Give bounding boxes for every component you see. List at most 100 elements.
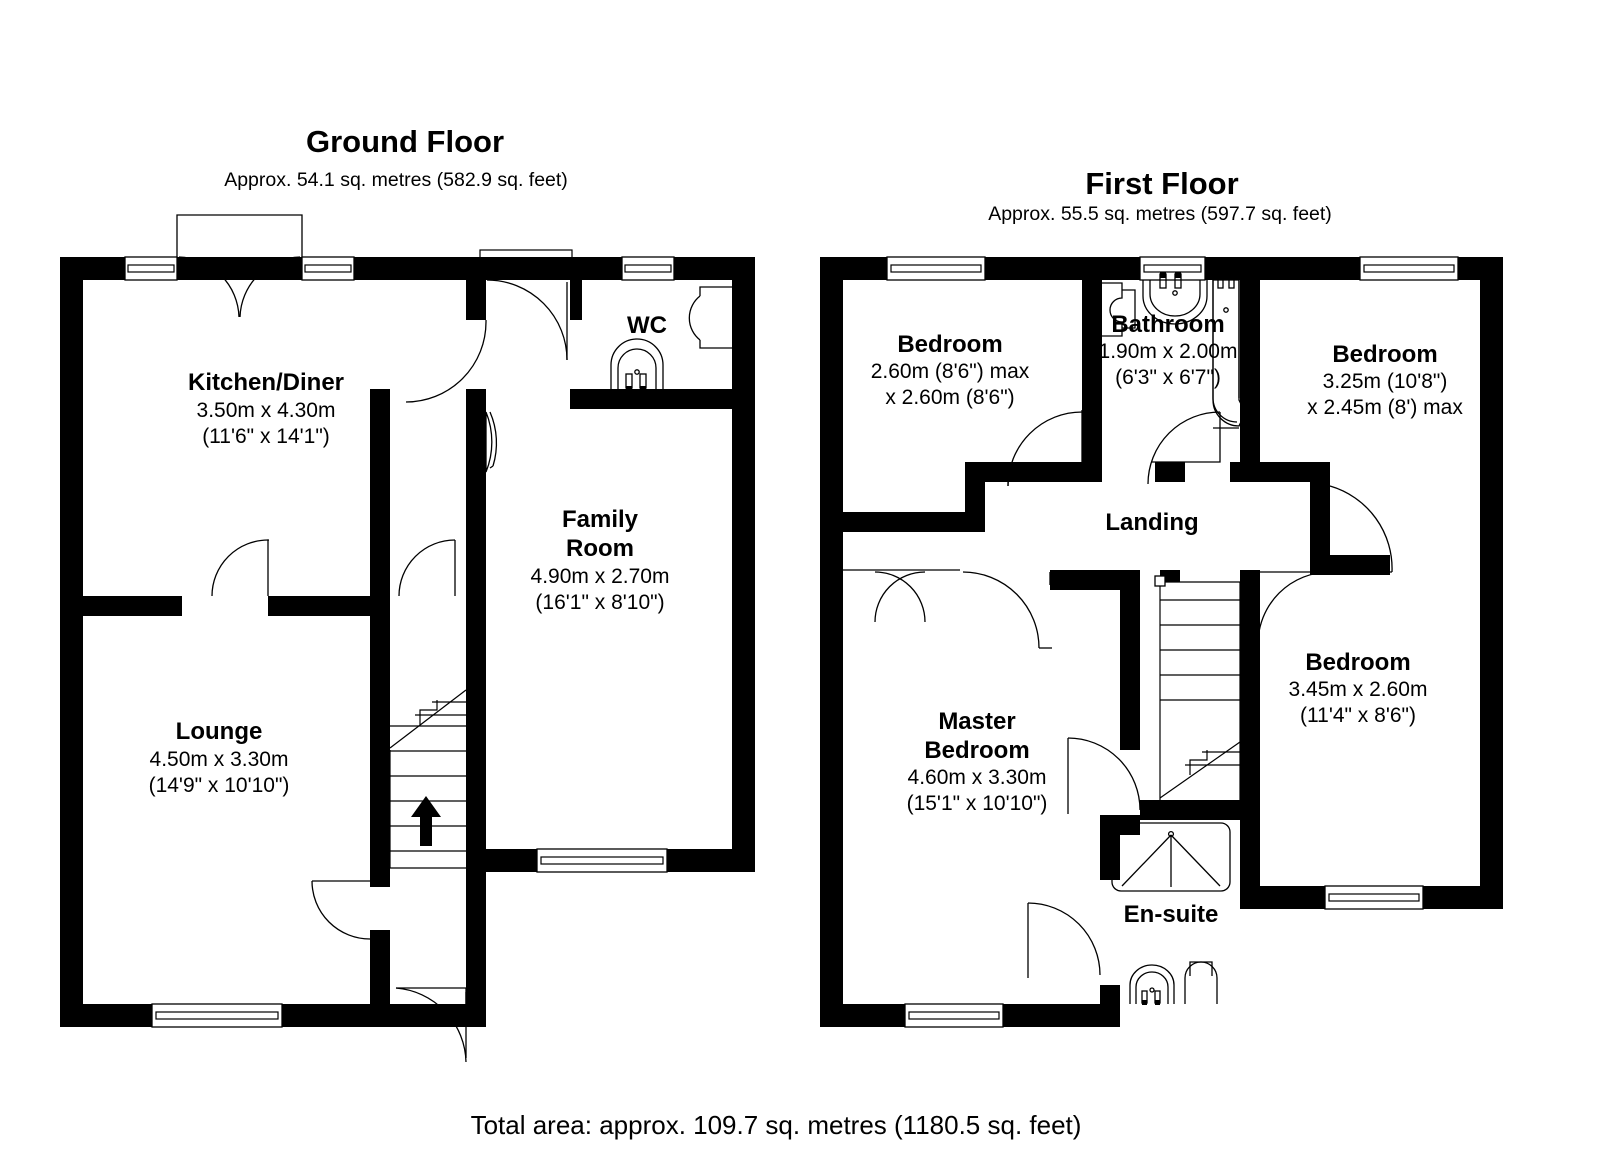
gf-wall-top-left [60, 257, 480, 280]
room-dim-bedroom-2-metric: 2.60m (8'6") max [871, 360, 1030, 383]
ff-door-bed4 [1257, 571, 1331, 645]
ff-wall-left [820, 257, 843, 1027]
gf-door-kitchen-lounge-left [211, 539, 269, 597]
gf-wall-hall-left-bottom [370, 930, 390, 1027]
gf-window-wc [621, 256, 675, 281]
ff-fitting-ensuite-basin [1129, 964, 1175, 1005]
room-dim-family-room-metric: 4.90m x 2.70m [531, 565, 670, 588]
gf-wall-right [732, 257, 755, 872]
gf-wall-hall-left-lower [370, 602, 390, 887]
gf-wall-wc-left-stub [570, 280, 582, 320]
ff-door-bathroom [1147, 411, 1221, 485]
room-dim-kitchen-diner-imperial: (11'6" x 14'1") [202, 425, 330, 448]
ff-window-bathroom [1139, 256, 1206, 281]
ff-wall-bed2-bottom [965, 462, 1102, 482]
room-dim-lounge-metric: 4.50m x 3.30m [150, 748, 289, 771]
ff-wall-bath-bottom-b [1155, 462, 1185, 482]
ground-floor-group: Ground Floor Approx. 54.1 sq. metres (58… [60, 124, 755, 1063]
first-floor-group: First Floor Approx. 55.5 sq. metres (597… [820, 166, 1503, 1028]
ground-floor-title: Ground Floor [306, 124, 504, 159]
ff-fitting-bathroom-toilet [1102, 282, 1136, 337]
ff-wall-stair-bottom [1140, 800, 1260, 820]
gf-door-kitchen-hall [405, 320, 487, 403]
gf-door-hall-lower [485, 411, 498, 473]
ff-wall-bed2-right [1082, 280, 1102, 480]
room-dim-master-bedroom-imperial: (15'1" x 10'10") [907, 792, 1048, 815]
room-label-ensuite: En-suite [1124, 901, 1219, 928]
ff-wall-bath-bottom [1230, 462, 1330, 482]
ff-window-bed4 [1324, 885, 1424, 910]
gf-wall-central-vertical [466, 389, 486, 1027]
ff-wall-master-divider-a [1050, 570, 1070, 590]
room-label-family-room-line1: Family [562, 506, 639, 533]
room-label-bedroom-4: Bedroom [1305, 649, 1410, 676]
gf-window-kitchen-left [124, 256, 178, 281]
first-floor-title: First Floor [1085, 166, 1238, 201]
ff-wall-landing-right [1310, 462, 1330, 572]
gf-door-hall-top [479, 249, 573, 361]
room-label-wc: WC [627, 312, 667, 339]
room-label-bathroom: Bathroom [1111, 311, 1224, 338]
ff-wall-ensuite-right [1240, 815, 1260, 886]
ff-door-ensuite [1027, 902, 1101, 978]
gf-door-kitchen-lounge-right [398, 539, 456, 597]
gf-door-wc [688, 286, 732, 349]
ff-wall-master-right [1120, 570, 1140, 750]
gf-door-lounge-hall [311, 880, 371, 940]
ff-fitting-ensuite-shower [1111, 822, 1231, 892]
ff-wall-right [1480, 257, 1503, 897]
ff-wall-stair-right-top [1240, 570, 1260, 582]
ff-window-master [904, 1003, 1004, 1028]
gf-wall-top-right [480, 257, 755, 280]
ff-wall-landing-right-b [1310, 555, 1390, 575]
gf-wall-hall-bottom-right [466, 1004, 486, 1027]
gf-wall-hall-left-upper [370, 389, 390, 602]
gf-wall-hall-bottom [370, 1004, 480, 1027]
room-label-kitchen-diner: Kitchen/Diner [188, 369, 344, 396]
ff-wall-bath-right [1240, 280, 1260, 482]
room-dim-lounge-imperial: (14'9" x 10'10") [149, 774, 290, 797]
gf-window-kitchen-right [301, 256, 355, 281]
gf-stairs [389, 689, 467, 869]
room-label-landing: Landing [1105, 509, 1198, 536]
gf-door-patio-kitchen [176, 214, 303, 318]
ff-wall-top-mid-b [1203, 257, 1263, 280]
room-label-master-bedroom-line2: Bedroom [924, 737, 1029, 764]
room-dim-bedroom-3-metric: 3.25m (10'8") [1323, 370, 1448, 393]
room-dim-bedroom-3-imperial: x 2.45m (8') max [1307, 396, 1463, 419]
first-floor-subtitle: Approx. 55.5 sq. metres (597.7 sq. feet) [988, 203, 1332, 225]
ff-wall-top-mid-a [1082, 257, 1142, 280]
ff-fitting-ensuite-toilet [1184, 961, 1218, 1004]
room-label-bedroom-3: Bedroom [1332, 341, 1437, 368]
ff-door-landing-master [1067, 737, 1141, 814]
room-dim-bathroom-imperial: (6'3" x 6'7") [1115, 366, 1221, 389]
gf-wall-kitchen-lounge-a [60, 596, 182, 616]
ff-wall-ensuite-left [1100, 815, 1120, 880]
gf-door-front [395, 987, 467, 1063]
ff-wall-ensuite-left-lower [1100, 985, 1120, 1027]
ff-door-master [843, 569, 1052, 649]
ff-window-bed3 [1359, 256, 1459, 281]
gf-fitting-wc-toilet [610, 338, 664, 392]
room-dim-bedroom-4-metric: 3.45m x 2.60m [1289, 678, 1428, 701]
total-area-label: Total area: approx. 109.7 sq. metres (11… [471, 1110, 1082, 1140]
ff-stairs [1154, 575, 1241, 800]
ff-door-bed3 [1329, 485, 1393, 573]
room-dim-master-bedroom-metric: 4.60m x 3.30m [908, 766, 1047, 789]
ff-door-bed2 [1007, 410, 1083, 487]
ff-wall-bed2-bottom-left [843, 512, 985, 532]
room-dim-bathroom-metric: 1.90m x 2.00m [1099, 340, 1238, 363]
ff-wall-master-top [1070, 570, 1120, 590]
room-dim-family-room-imperial: (16'1" x 8'10") [535, 591, 664, 614]
gf-window-family [536, 848, 668, 873]
room-dim-bedroom-4-imperial: (11'4" x 8'6") [1300, 704, 1416, 727]
ff-fitting-bathroom-bath [1212, 274, 1244, 429]
gf-wall-kitchen-lounge-b [268, 596, 390, 616]
ff-window-bed2 [886, 256, 986, 281]
room-label-master-bedroom-line1: Master [938, 708, 1015, 735]
room-dim-kitchen-diner-metric: 3.50m x 4.30m [197, 399, 336, 422]
ff-fitting-bathroom-basin [1142, 272, 1208, 325]
ff-wall-bed2-bottom-stub [965, 462, 985, 527]
